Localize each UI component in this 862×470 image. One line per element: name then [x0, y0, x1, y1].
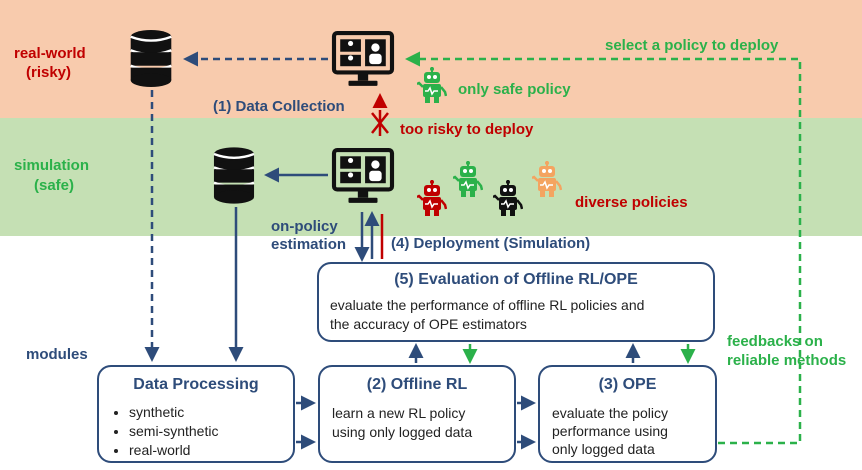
data-processing-title: Data Processing	[133, 376, 259, 393]
ope-line-2: performance using	[552, 423, 668, 439]
robot-icon	[532, 161, 562, 197]
monitor-users-icon	[334, 150, 392, 203]
deployment-label: (4) Deployment (Simulation)	[391, 235, 591, 252]
only-safe-label: only safe policy	[458, 81, 571, 98]
offline-rl-line-1: learn a new RL policy	[332, 405, 466, 421]
ope-line-3: only logged data	[552, 441, 655, 457]
robot-icon	[417, 67, 447, 103]
ope-line-1: evaluate the policy	[552, 405, 668, 421]
offline-rl-box: (2) Offline RL learn a new RL policy usi…	[318, 365, 516, 463]
feedbacks-label-2: reliable methods	[727, 352, 847, 369]
evaluation-line-2: the accuracy of OPE estimators	[330, 316, 527, 332]
evaluation-line-1: evaluate the performance of offline RL p…	[330, 297, 645, 313]
robot-icon	[493, 180, 523, 216]
modules-label: modules	[26, 346, 88, 363]
ope-title: (3) OPE	[598, 376, 657, 393]
feedbacks-label-1: feedbacks on	[727, 333, 823, 350]
data-collection-label: (1) Data Collection	[213, 98, 345, 115]
data-processing-list: synthetic semi-synthetic real-world	[113, 403, 218, 460]
list-item: real-world	[129, 441, 218, 460]
monitor-users-icon	[334, 33, 392, 86]
diverse-policies-label: diverse policies	[575, 194, 688, 211]
evaluation-body: evaluate the performance of offline RL p…	[330, 296, 644, 334]
arrow-feedback-loop	[405, 51, 802, 445]
real-world-sub: (risky)	[26, 64, 72, 81]
offline-rl-body: learn a new RL policy using only logged …	[332, 404, 472, 442]
list-item: synthetic	[129, 403, 218, 422]
select-policy-label: select a policy to deploy	[605, 37, 779, 54]
robot-icon	[453, 161, 483, 197]
ope-body: evaluate the policy performance using on…	[552, 404, 668, 458]
database-icon	[129, 29, 173, 87]
estimation-label: estimation	[271, 236, 347, 253]
simulation-band	[0, 118, 862, 236]
database-icon	[213, 146, 255, 204]
data-processing-box: Data Processing synthetic semi-synthetic…	[97, 365, 295, 463]
simulation-label: simulation	[14, 157, 90, 174]
list-item: semi-synthetic	[129, 422, 218, 441]
on-policy-label: on-policy	[271, 218, 338, 235]
real-world-label: real-world	[14, 45, 86, 62]
offline-rl-line-2: using only logged data	[332, 424, 473, 440]
evaluation-title: (5) Evaluation of Offline RL/OPE	[394, 271, 638, 288]
ope-box: (3) OPE evaluate the policy performance …	[538, 365, 717, 463]
too-risky-label: too risky to deploy	[400, 121, 534, 138]
evaluation-box: (5) Evaluation of Offline RL/OPE evaluat…	[317, 262, 715, 342]
simulation-sub: (safe)	[34, 177, 75, 194]
robot-icon	[417, 180, 447, 216]
offline-rl-title: (2) Offline RL	[366, 376, 468, 393]
